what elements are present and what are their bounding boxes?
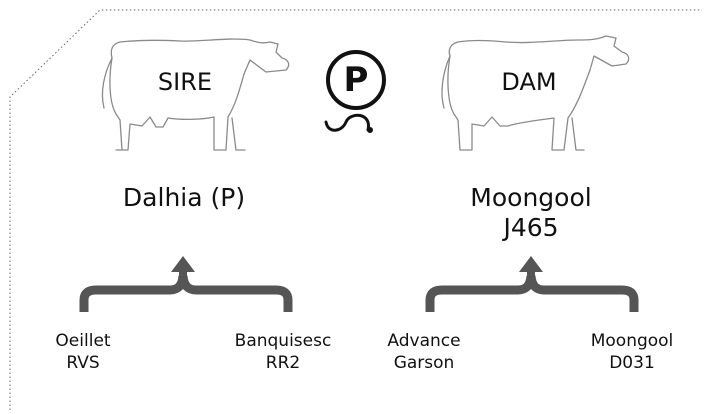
dam-parent-right-line2: D031 — [609, 353, 655, 373]
sire-parent-left-line1: Oeillet — [55, 331, 111, 351]
sire-label: SIRE — [157, 68, 213, 96]
sire-bracket — [79, 256, 293, 312]
poll-symbol-letter: P — [343, 60, 369, 100]
sire-name: Dalhia (P) — [122, 183, 246, 212]
dam-parent-right: Moongool D031 — [591, 330, 674, 374]
sire-parent-left-line2: RVS — [66, 353, 100, 373]
dam-name-line1: Moongool — [470, 183, 592, 212]
dam-parent-right-line1: Moongool — [590, 331, 674, 351]
sire-parent-right-line2: RR2 — [265, 353, 301, 373]
dotted-border — [9, 9, 702, 410]
poll-symbol-icon — [324, 50, 386, 133]
dam-cow-outline — [441, 35, 630, 151]
dam-bracket — [425, 256, 639, 312]
sire-cow-outline — [101, 38, 290, 151]
sire-parent-left: Oeillet RVS — [55, 330, 110, 374]
sire-parent-right: Banquisesc RR2 — [235, 330, 332, 374]
dam-name-line2: J465 — [503, 213, 559, 242]
dam-parent-left: Advance Garson — [387, 330, 460, 374]
dam-parent-left-line1: Advance — [387, 331, 461, 351]
dam-parent-left-line2: Garson — [393, 353, 455, 373]
sire-parent-right-line1: Banquisesc — [234, 331, 332, 351]
dam-label: DAM — [501, 68, 557, 96]
